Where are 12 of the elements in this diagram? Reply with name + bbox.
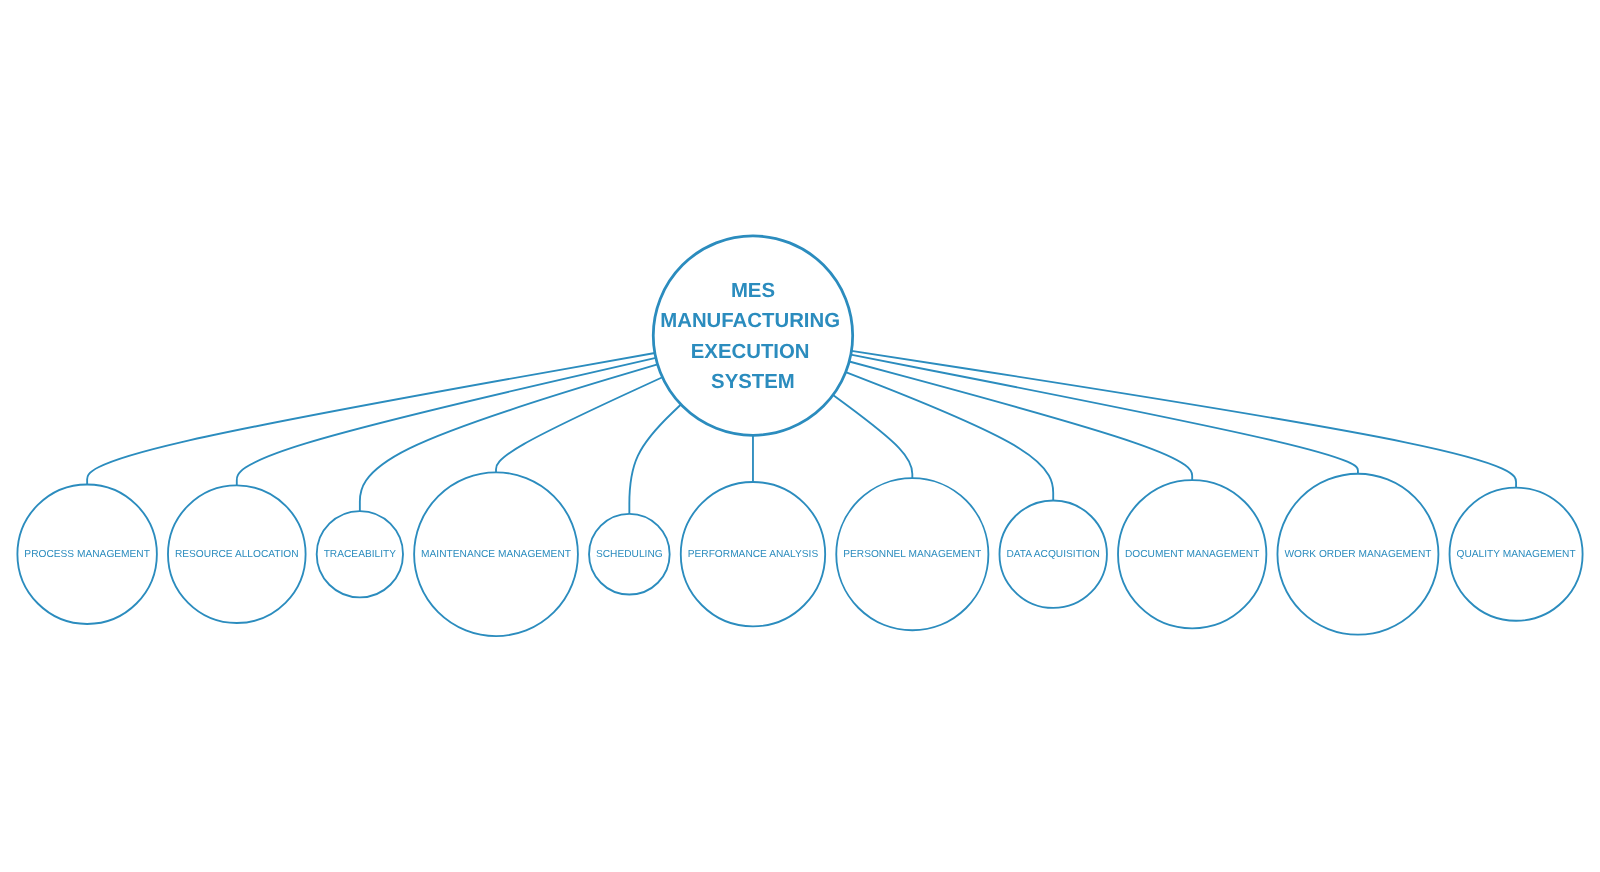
connector: [358, 363, 659, 512]
node-circle: MES MANUFACTURING EXECUTION SYSTEM: [651, 234, 855, 437]
connector: [850, 349, 1517, 489]
connector: [832, 394, 914, 480]
connector: [235, 356, 657, 487]
connector: [848, 360, 1194, 481]
connector: [628, 403, 682, 515]
connector: [844, 371, 1055, 502]
connector: [752, 434, 754, 483]
connector: [849, 353, 1359, 475]
connector: [495, 376, 664, 474]
connector: [86, 352, 656, 486]
